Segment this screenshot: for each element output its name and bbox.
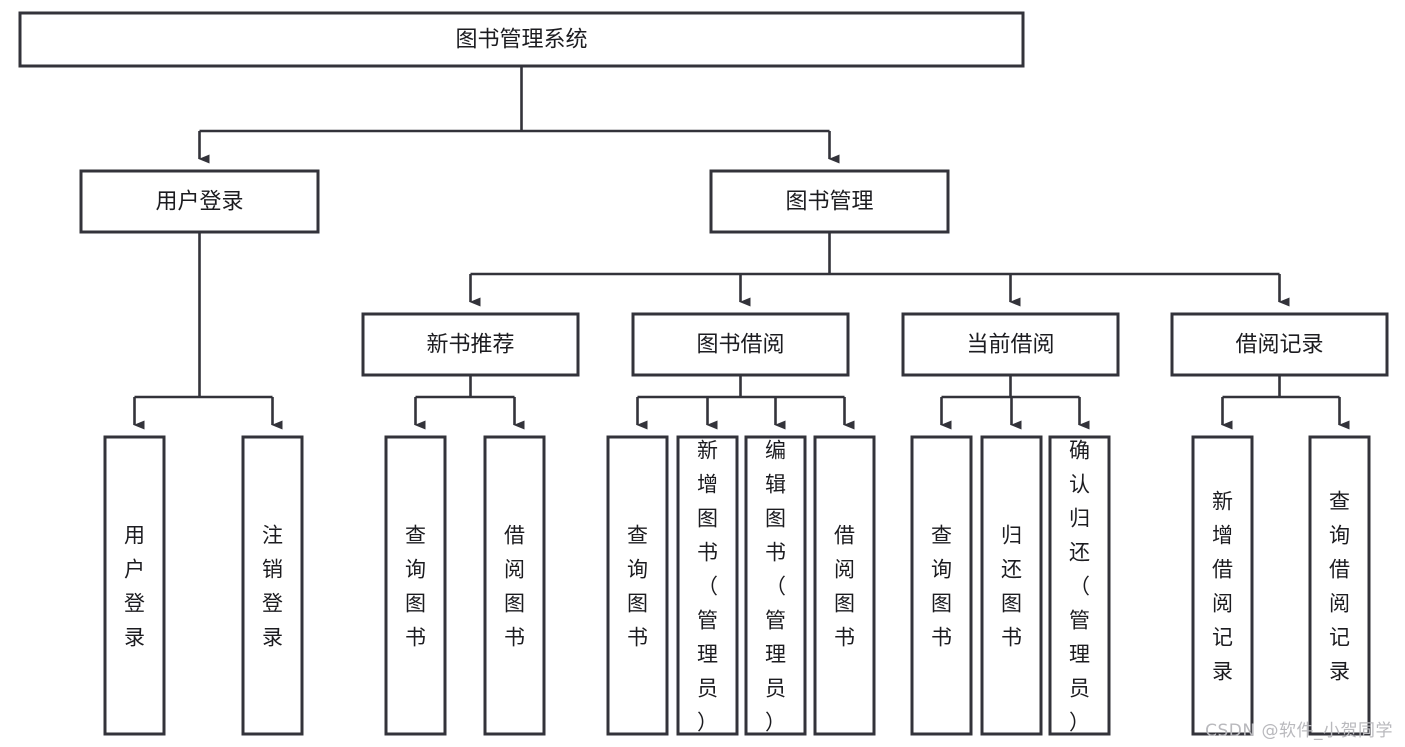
leaf-node[interactable]: 注销登录 [241,435,304,736]
leaf-node[interactable]: 查询借阅记录 [1308,435,1371,736]
root-node[interactable]: 图书管理系统 [18,11,1025,68]
node-box[interactable] [744,435,807,736]
node-box[interactable] [483,435,546,736]
node-box[interactable] [606,435,669,736]
edge-record-leaves [1221,375,1350,430]
node-label: 新书推荐 [426,333,514,358]
leaf-node[interactable]: 用户登录 [103,435,166,736]
node-label: 当前借阅 [966,333,1054,358]
level3-node[interactable]: 借阅记录 [1170,312,1389,377]
node-box[interactable] [361,312,580,377]
leaf-node[interactable]: 确认归还（管理员） [1048,435,1111,736]
node-label: 新增借阅记录 [1212,490,1233,684]
node-label: 用户登录 [155,190,243,215]
node-label: 查询图书 [405,524,426,650]
edges-layer [133,66,1350,430]
node-box[interactable] [1191,435,1254,736]
leaf-node[interactable]: 新增图书（管理员） [676,435,739,736]
node-box[interactable] [1308,435,1371,736]
level3-node[interactable]: 新书推荐 [361,312,580,377]
edge-bookmanage-level3 [469,232,1290,307]
node-box[interactable] [1170,312,1389,377]
node-label: 确认归还（管理员） [1069,439,1090,735]
node-label: 图书管理 [785,190,873,215]
leaf-node[interactable]: 借阅图书 [483,435,546,736]
nodes-layer: 图书管理系统用户登录图书管理新书推荐图书借阅当前借阅借阅记录用户登录注销登录查询… [18,11,1389,736]
node-label: 借阅记录 [1235,333,1323,358]
node-box[interactable] [103,435,166,736]
leaf-node[interactable]: 归还图书 [980,435,1043,736]
level3-node[interactable]: 当前借阅 [901,312,1120,377]
node-box[interactable] [980,435,1043,736]
node-label: 查询图书 [627,524,648,650]
node-box[interactable] [631,312,850,377]
level2-node[interactable]: 用户登录 [79,169,320,234]
edge-currentborrow-leaves [940,375,1090,430]
edge-bookborrow-leaves [636,375,855,430]
edge-newbook-leaves [414,375,525,430]
node-box[interactable] [384,435,447,736]
node-label: 借阅图书 [834,524,855,650]
node-box[interactable] [910,435,973,736]
node-box[interactable] [18,11,1025,68]
leaf-node[interactable]: 编辑图书（管理员） [744,435,807,736]
node-box[interactable] [709,169,950,234]
node-label: 新增图书（管理员） [697,439,718,735]
node-label: 用户登录 [124,524,145,650]
node-label: 查询借阅记录 [1329,490,1350,684]
leaf-node[interactable]: 查询图书 [384,435,447,736]
node-label: 图书管理系统 [455,28,587,53]
leaf-node[interactable]: 借阅图书 [813,435,876,736]
node-label: 注销登录 [262,524,283,650]
leaf-node[interactable]: 新增借阅记录 [1191,435,1254,736]
level2-node[interactable]: 图书管理 [709,169,950,234]
node-box[interactable] [813,435,876,736]
node-box[interactable] [901,312,1120,377]
node-label: 查询图书 [931,524,952,650]
node-label: 归还图书 [1001,524,1022,650]
node-box[interactable] [676,435,739,736]
node-box[interactable] [79,169,320,234]
node-label: 编辑图书（管理员） [765,439,786,735]
leaf-node[interactable]: 查询图书 [910,435,973,736]
node-box[interactable] [241,435,304,736]
node-label: 图书借阅 [696,333,784,358]
edge-userlogin-leaves [133,232,283,430]
node-label: 借阅图书 [504,524,525,650]
leaf-node[interactable]: 查询图书 [606,435,669,736]
node-box[interactable] [1048,435,1111,736]
level3-node[interactable]: 图书借阅 [631,312,850,377]
edge-root-level2 [198,66,840,164]
